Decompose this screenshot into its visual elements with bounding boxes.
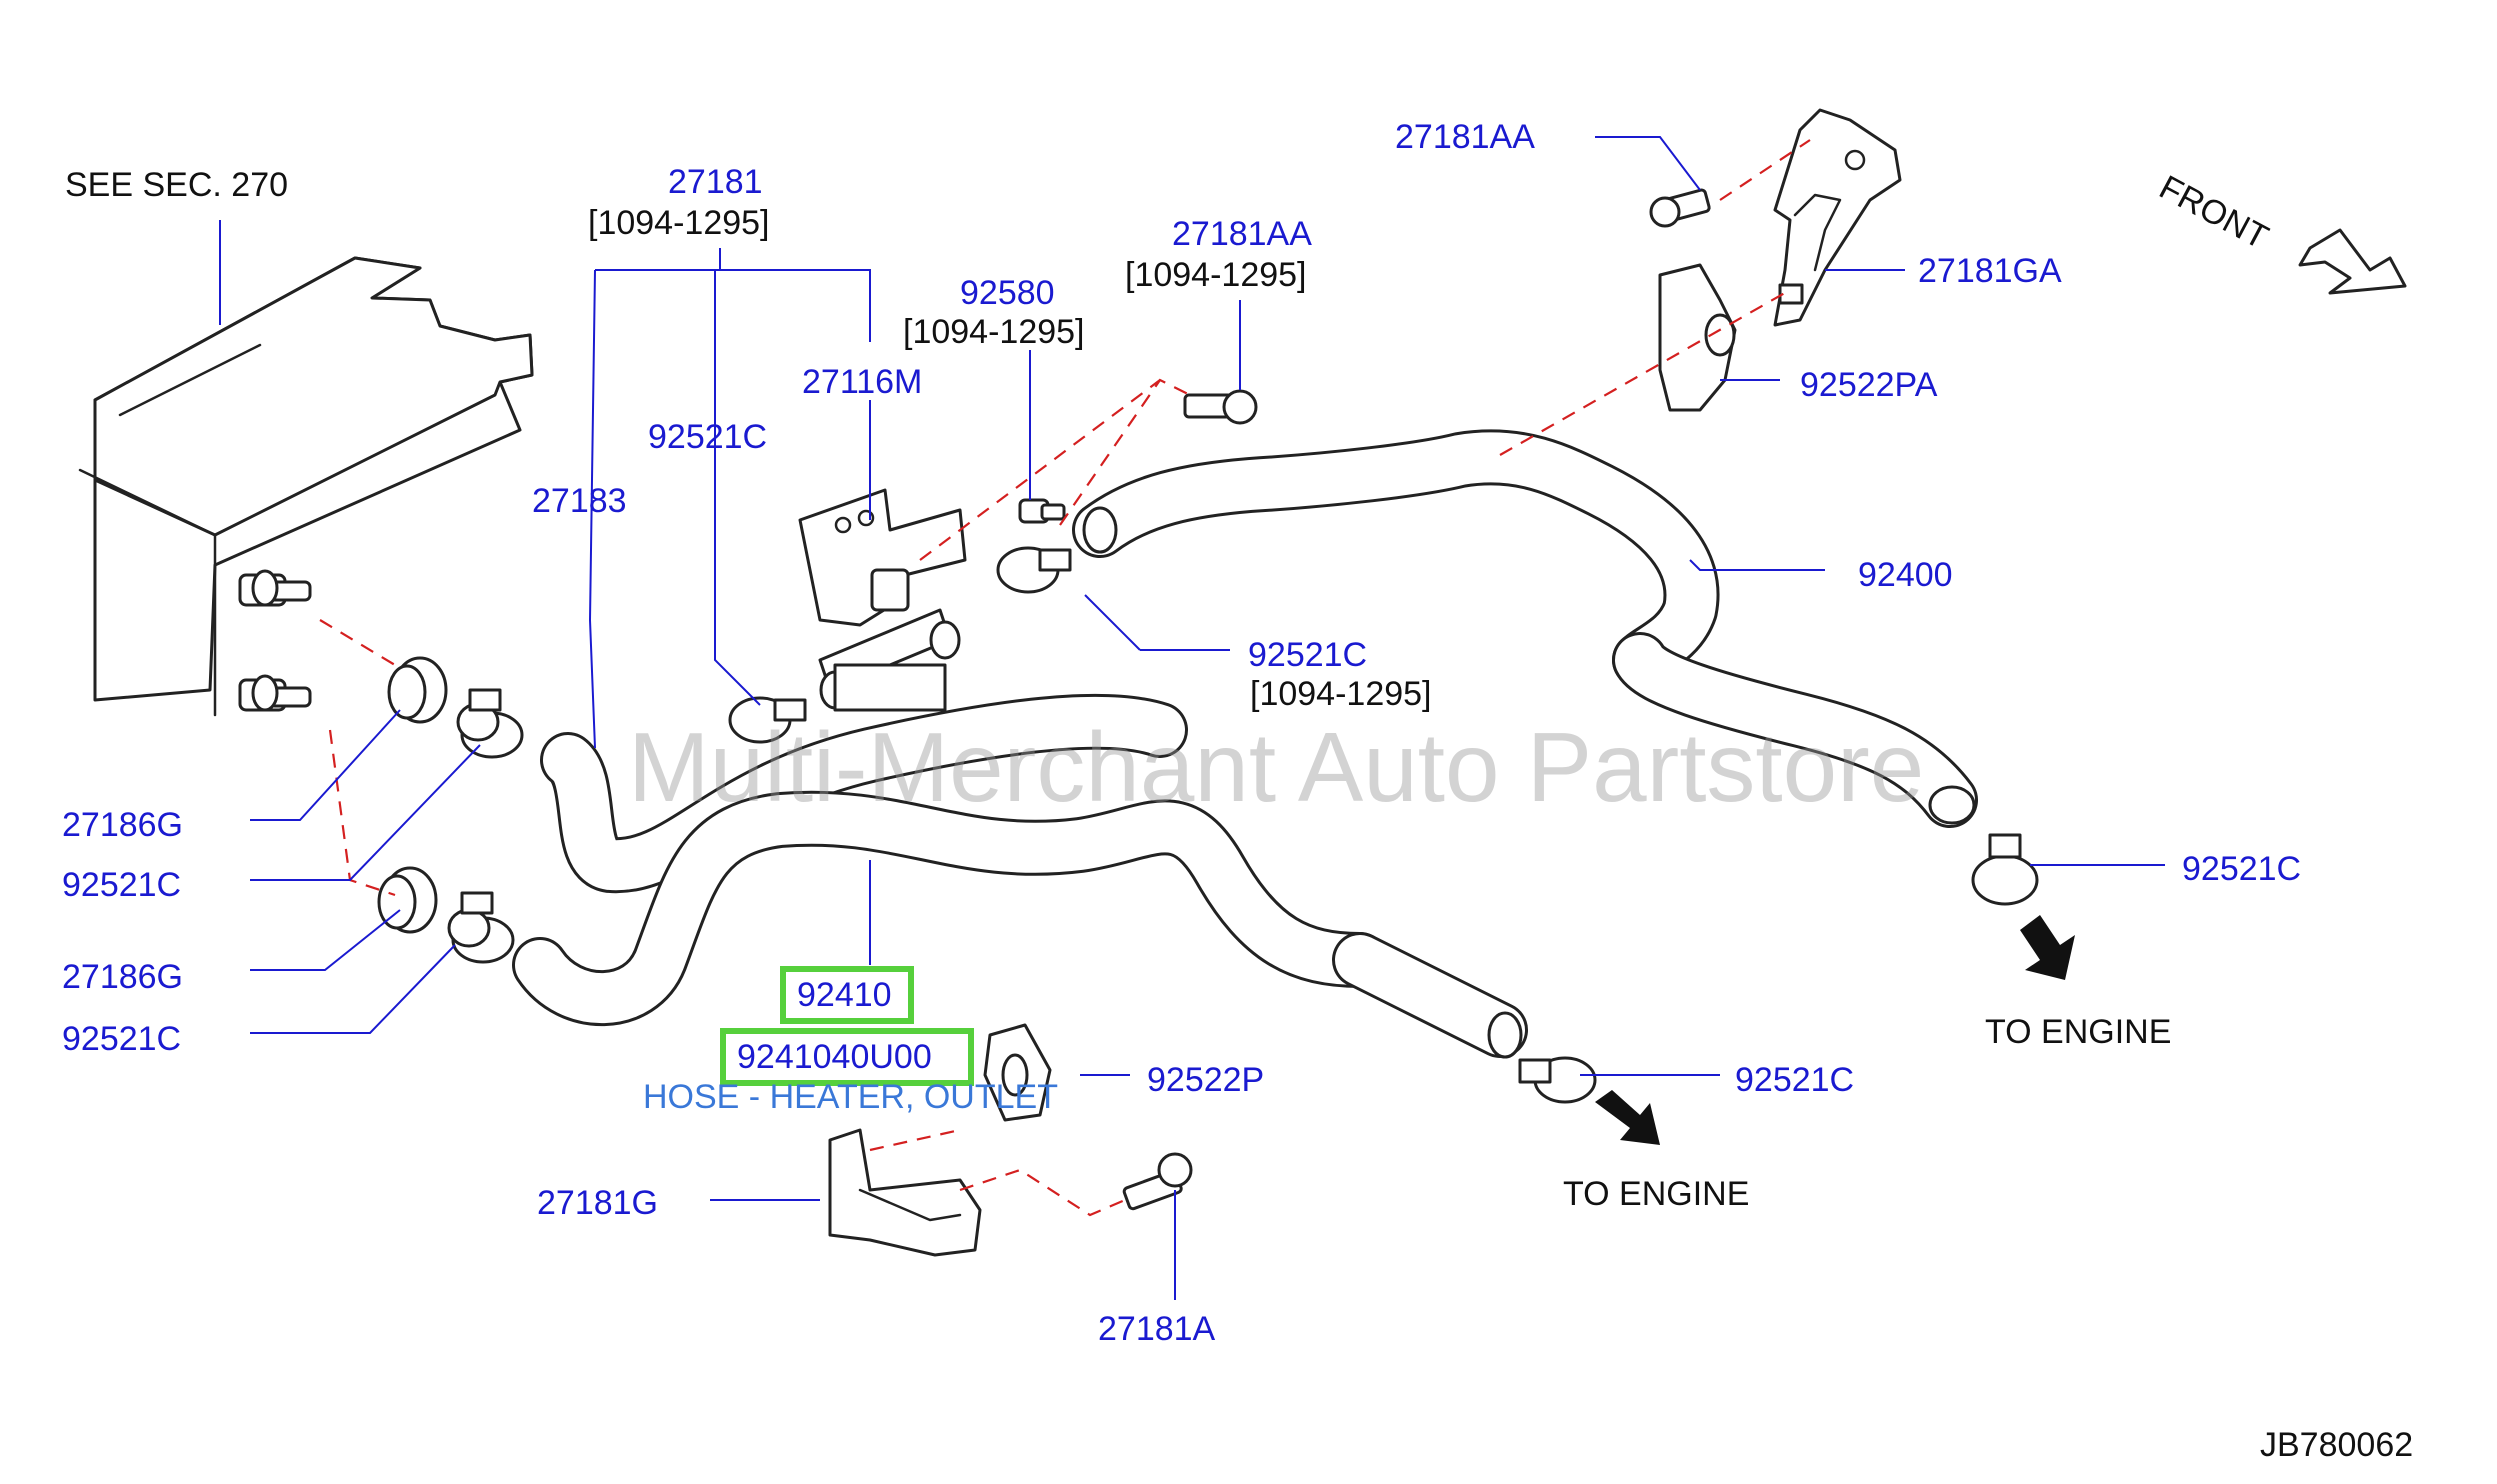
hose-92410-heater-outlet xyxy=(512,790,1528,1059)
callout-92521c-d[interactable]: 92521C xyxy=(62,1020,182,1058)
watermark: Multi-Merchant Auto Partstore xyxy=(628,712,1925,822)
callout-27181g[interactable]: 27181G xyxy=(537,1184,658,1222)
callout-92580[interactable]: 92580 xyxy=(960,274,1055,312)
callout-27186g-a[interactable]: 27186G xyxy=(62,806,183,844)
callout-27181[interactable]: 27181 xyxy=(668,163,763,201)
callout-27116m[interactable]: 27116M xyxy=(802,363,923,401)
bolt-27181aa-top xyxy=(1649,188,1711,228)
hose-clamp-92521c xyxy=(447,688,524,964)
callout-27181aa-mid-range: [1094-1295] xyxy=(1125,256,1307,294)
assembly-guide-lines xyxy=(319,139,1811,1217)
engine-direction-arrow-icon xyxy=(1595,915,2075,1145)
callout-27183[interactable]: 27183 xyxy=(532,482,627,520)
callout-27181ga[interactable]: 27181GA xyxy=(1918,252,2062,290)
callout-92400[interactable]: 92400 xyxy=(1858,556,1953,594)
highlight-part-ref[interactable]: 92410 xyxy=(797,976,892,1014)
heater-unit xyxy=(78,256,534,717)
bolt-27181a xyxy=(1122,1152,1193,1211)
callout-92521c-e[interactable]: 92521C xyxy=(2182,850,2302,888)
highlight-box-part-ref xyxy=(780,966,914,1024)
callout-92521c-a[interactable]: 92521C xyxy=(648,418,768,456)
callout-27181-range: [1094-1295] xyxy=(588,204,770,242)
highlight-part-number[interactable]: 9241040U00 xyxy=(737,1038,932,1076)
bracket-27181ga xyxy=(1773,108,1902,327)
diagram-code: JB780062 xyxy=(2260,1426,2414,1464)
callout-92521c-f[interactable]: 92521C xyxy=(1735,1061,1855,1099)
clip-92522pa xyxy=(1658,263,1804,412)
front-arrow-icon xyxy=(2298,228,2407,295)
bolt-27181aa-mid xyxy=(1183,389,1258,425)
bolt-92580 xyxy=(1018,498,1066,524)
to-engine-label-center: TO ENGINE xyxy=(1563,1175,1750,1213)
bracket-27116m xyxy=(798,488,967,712)
callout-92522p[interactable]: 92522P xyxy=(1147,1061,1265,1099)
grommet-27186g xyxy=(377,656,448,934)
callout-27181aa-top[interactable]: 27181AA xyxy=(1395,118,1535,156)
highlight-box-part-number xyxy=(720,1028,974,1086)
see-section-label: SEE SEC. 270 xyxy=(65,166,289,204)
clip-92522p xyxy=(983,1023,1052,1122)
callout-92521c-b-range: [1094-1295] xyxy=(1250,675,1432,713)
callout-92521c-b[interactable]: 92521C xyxy=(1248,636,1368,674)
hose-clamp-92521c-right xyxy=(1971,833,2039,906)
hose-clamp-92521c-lower xyxy=(1518,1056,1597,1104)
highlight-part-name: HOSE - HEATER, OUTLET xyxy=(643,1078,1058,1116)
hose-92400 xyxy=(1072,429,1978,828)
callout-27181a[interactable]: 27181A xyxy=(1098,1310,1216,1348)
callout-92521c-c[interactable]: 92521C xyxy=(62,866,182,904)
callout-leaders xyxy=(219,136,2165,1300)
callout-92522pa[interactable]: 92522PA xyxy=(1800,366,1938,404)
to-engine-label-right: TO ENGINE xyxy=(1985,1013,2172,1051)
hose-clamp-92521c-upper xyxy=(728,546,1072,744)
bracket-27181g xyxy=(828,1128,982,1257)
callout-27186g-b[interactable]: 27186G xyxy=(62,958,183,996)
callout-27181aa-mid[interactable]: 27181AA xyxy=(1172,215,1312,253)
callout-92580-range: [1094-1295] xyxy=(903,313,1085,351)
